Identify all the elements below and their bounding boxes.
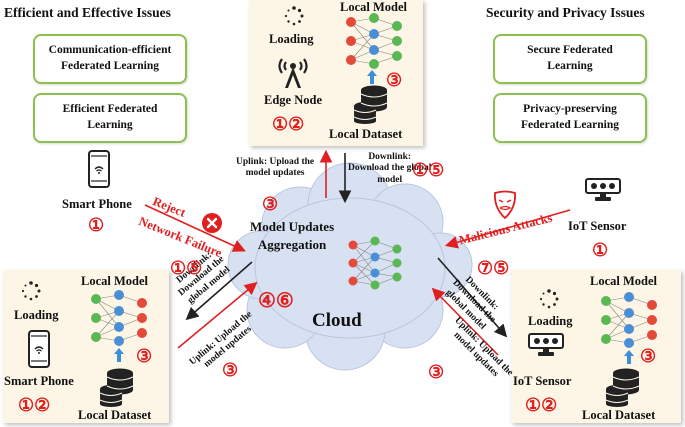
communication-efficient-fl-label: Communication-efficient Federated Learni… [48, 44, 172, 72]
bl-local-model-label: Local Model [81, 274, 149, 288]
right-uplink-arrow [431, 287, 499, 356]
right-downlink-step: ⑦⑤ [477, 258, 510, 278]
iot-sensor-icon [585, 178, 621, 201]
bl-device-label: Smart Phone [4, 374, 74, 388]
bl-loading-spinner-icon [21, 281, 41, 301]
top-downlink-step: ①⑤ [412, 160, 445, 180]
cloud-label: Cloud [312, 310, 362, 331]
br-dataset-label: Local Dataset [582, 408, 656, 422]
hacker-mask-icon [494, 190, 516, 220]
malicious-arrow [444, 209, 571, 249]
privacy-preserving-fl-box: Privacy-preserving Federated Learning [493, 93, 647, 143]
edge-device-label: Edge Node [264, 93, 322, 107]
efficient-fl-box: Efficient Federated Learning [33, 93, 187, 143]
iot-top-step: ① [592, 240, 609, 260]
reject-x-icon [202, 213, 222, 233]
edge-tower-icon [278, 58, 308, 88]
efficient-fl-label: Efficient Federated Learning [62, 103, 158, 131]
edge-device-step: ①② [272, 114, 305, 134]
br-model-step: ③ [640, 346, 657, 366]
br-neural-net-icon [601, 292, 657, 348]
iot-top-label: IoT Sensor [568, 219, 627, 233]
loading-spinner-icon [284, 6, 304, 26]
left-uplink-arrow [177, 281, 258, 349]
left-downlink-arrow [185, 261, 253, 321]
left-downlink-step: ①⑤ [170, 258, 203, 278]
edge-local-model-label: Local Model [340, 0, 408, 14]
bl-neural-net-icon [91, 290, 147, 346]
edge-neural-net-icon [346, 13, 402, 69]
bl-up-arrow-icon [114, 348, 124, 362]
reject-arrow [144, 204, 246, 252]
top-uplink-step: ③ [262, 194, 279, 214]
edge-database-icon [353, 85, 388, 124]
cloud-title: Model Updates Aggregation [250, 219, 335, 252]
bl-database-icon [99, 368, 134, 407]
top-downlink-text: Downlink: Download the global model [348, 152, 432, 185]
edge-loading-label: Loading [269, 32, 314, 46]
smartphone-icon [88, 150, 110, 188]
bl-loading-label: Loading [14, 308, 59, 322]
cloud-step: ④⑥ [258, 290, 294, 312]
br-device-step: ①② [525, 395, 558, 415]
edge-model-step: ③ [386, 70, 403, 90]
right-uplink-step: ③ [428, 362, 445, 382]
edge-up-arrow-icon [367, 70, 377, 84]
communication-efficient-fl-box: Communication-efficient Federated Learni… [33, 34, 187, 84]
privacy-preserving-fl-label: Privacy-preserving Federated Learning [520, 103, 620, 131]
left-uplink-step: ③ [222, 360, 239, 380]
cloud-neural-net-icon [348, 236, 402, 290]
br-local-model-label: Local Model [590, 274, 658, 288]
right-section-heading: Security and Privacy Issues [486, 5, 645, 20]
br-up-arrow-icon [624, 350, 634, 364]
top-uplink-text: Uplink: Upload the model updates [236, 157, 315, 179]
edge-dataset-label: Local Dataset [329, 127, 403, 141]
br-loading-spinner-icon [539, 289, 559, 309]
bl-dataset-label: Local Dataset [78, 408, 152, 422]
smartphone-top-step: ① [88, 215, 105, 235]
br-database-icon [605, 368, 640, 407]
bl-model-step: ③ [136, 346, 153, 366]
br-loading-label: Loading [528, 314, 573, 328]
br-device-label: IoT Sensor [513, 374, 572, 388]
br-iot-sensor-icon [528, 333, 564, 356]
secure-fl-label: Secure Federated Learning [527, 44, 613, 72]
secure-fl-box: Secure Federated Learning [493, 34, 647, 84]
left-section-heading: Efficient and Effective Issues [4, 5, 171, 20]
right-downlink-arrow [437, 257, 508, 338]
smartphone-top-label: Smart Phone [62, 197, 132, 211]
bl-device-step: ①② [18, 395, 51, 415]
bl-smartphone-icon [28, 330, 50, 368]
